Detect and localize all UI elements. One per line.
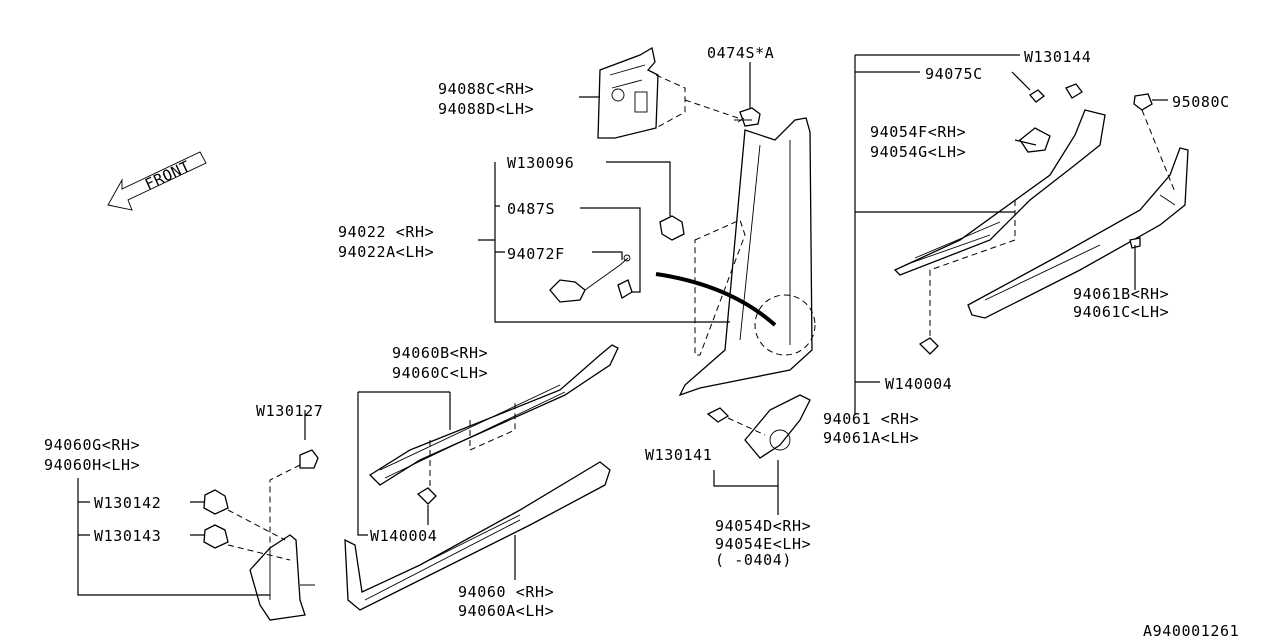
label-94061b: 94061B<RH> bbox=[1073, 285, 1169, 303]
label-94060: 94060 <RH> bbox=[458, 583, 554, 601]
screw-0474s bbox=[684, 99, 761, 127]
label-94054f: 94054F<RH> bbox=[870, 123, 966, 141]
front-label: FRONT bbox=[142, 157, 193, 194]
label-94061a: 94061A<LH> bbox=[823, 429, 919, 447]
label-w130127: W130127 bbox=[256, 402, 323, 420]
label-94022a: 94022A<LH> bbox=[338, 243, 434, 261]
rear-quarter-trim-94061 bbox=[893, 109, 1106, 355]
label-w140004-left: W140004 bbox=[370, 527, 437, 545]
label-94054d: 94054D<RH> bbox=[715, 517, 811, 535]
diagram-id: A940001261 bbox=[1143, 622, 1239, 640]
leader-lines bbox=[77, 54, 1168, 596]
label-w130096: W130096 bbox=[507, 154, 574, 172]
label-94022: 94022 <RH> bbox=[338, 223, 434, 241]
upper-bracket-94088 bbox=[597, 46, 686, 139]
label-94061c: 94061C<LH> bbox=[1073, 303, 1169, 321]
side-sill-trim-94060 bbox=[344, 461, 611, 611]
kick-panel-94060g bbox=[203, 449, 319, 621]
scuff-plate-94060b bbox=[368, 344, 619, 505]
label-94060g: 94060G<RH> bbox=[44, 436, 140, 454]
label-94088c: 94088C<RH> bbox=[438, 80, 534, 98]
label-0474s: 0474S*A bbox=[707, 44, 774, 62]
label-w140004-right: W140004 bbox=[885, 375, 952, 393]
label-w130141: W130141 bbox=[645, 446, 712, 464]
front-arrow-icon: FRONT bbox=[107, 151, 207, 211]
label-w130144: W130144 bbox=[1024, 48, 1091, 66]
clip-w130096 bbox=[659, 215, 685, 241]
label-94075c: 94075C bbox=[925, 65, 983, 83]
label-0404-note: ( -0404) bbox=[715, 551, 792, 569]
label-94061: 94061 <RH> bbox=[823, 410, 919, 428]
label-0487s: 0487S bbox=[507, 200, 555, 218]
center-pillar-trim-94022 bbox=[678, 117, 816, 397]
side-rail-trim-94061b bbox=[967, 83, 1189, 319]
label-95080c: 95080C bbox=[1172, 93, 1230, 111]
label-94072f: 94072F bbox=[507, 245, 565, 263]
label-94088d: 94088D<LH> bbox=[438, 100, 534, 118]
label-94060a: 94060A<LH> bbox=[458, 602, 554, 620]
label-w130143: W130143 bbox=[94, 527, 161, 545]
seatbelt-guide-arrow bbox=[655, 272, 777, 327]
label-94060h: 94060H<LH> bbox=[44, 456, 140, 474]
label-94060b: 94060B<RH> bbox=[392, 344, 488, 362]
label-94054e: 94054E<LH> bbox=[715, 535, 811, 553]
label-94054g: 94054G<LH> bbox=[870, 143, 966, 161]
label-w130142: W130142 bbox=[94, 494, 161, 512]
pillar-cover-94054d bbox=[706, 394, 811, 459]
callout-labels: 94088C<RH> 94088D<LH> 0474S*A W130096 04… bbox=[44, 44, 1239, 640]
label-94060c: 94060C<LH> bbox=[392, 364, 488, 382]
